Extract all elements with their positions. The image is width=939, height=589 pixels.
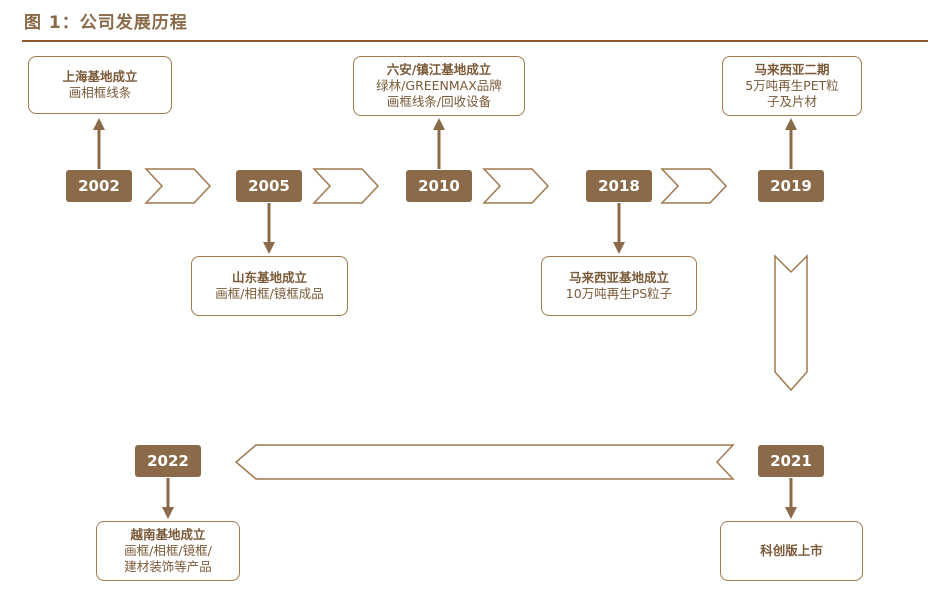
milestone-title: 马来西亚基地成立 xyxy=(568,270,669,285)
milestone-detail: 画框/相框/镜框/ xyxy=(124,543,212,558)
milestone-detail: 画框/相框/镜框成品 xyxy=(215,286,324,301)
year-badge-2019: 2019 xyxy=(758,170,824,202)
milestone-detail: 画框线条/回收设备 xyxy=(386,94,492,109)
milestone-title: 马来西亚二期 xyxy=(754,62,830,77)
milestone-box-2005: 山东基地成立 画框/相框/镜框成品 xyxy=(191,256,348,316)
arrow-left-long xyxy=(234,444,735,480)
year-badge-2002: 2002 xyxy=(66,170,132,202)
chevron-right-3 xyxy=(482,168,550,204)
figure-title: 图 1：公司发展历程 xyxy=(24,13,188,33)
milestone-detail: 子及片材 xyxy=(766,94,817,109)
milestone-box-2019: 马来西亚二期 5万吨再生PET粒 子及片材 xyxy=(722,56,862,116)
milestone-detail: 画相框线条 xyxy=(68,85,132,100)
milestone-title: 山东基地成立 xyxy=(231,270,307,285)
milestone-title: 越南基地成立 xyxy=(130,527,206,542)
year-badge-2005: 2005 xyxy=(236,170,302,202)
milestone-detail: 绿林/GREENMAX品牌 xyxy=(376,78,502,93)
milestone-detail: 5万吨再生PET粒 xyxy=(745,78,839,93)
year-badge-2022: 2022 xyxy=(135,445,201,477)
milestone-box-2002: 上海基地成立 画相框线条 xyxy=(28,56,172,114)
milestone-detail: 10万吨再生PS粒子 xyxy=(565,286,673,301)
milestone-box-2018: 马来西亚基地成立 10万吨再生PS粒子 xyxy=(541,256,697,316)
year-badge-2021: 2021 xyxy=(758,445,824,477)
milestone-title: 科创版上市 xyxy=(760,543,823,558)
chevron-right-2 xyxy=(312,168,380,204)
chevron-right-4 xyxy=(660,168,728,204)
chevron-right-1 xyxy=(144,168,212,204)
year-badge-2018: 2018 xyxy=(586,170,652,202)
milestone-box-2010: 六安/镇江基地成立 绿林/GREENMAX品牌 画框线条/回收设备 xyxy=(353,56,525,116)
year-badge-2010: 2010 xyxy=(406,170,472,202)
chevron-down xyxy=(774,254,808,392)
milestone-box-2022: 越南基地成立 画框/相框/镜框/ 建材装饰等产品 xyxy=(96,521,240,581)
milestone-detail: 建材装饰等产品 xyxy=(124,559,212,574)
milestone-title: 上海基地成立 xyxy=(62,69,138,84)
milestone-title: 六安/镇江基地成立 xyxy=(386,62,492,77)
title-rule xyxy=(22,40,928,42)
milestone-box-2021: 科创版上市 xyxy=(720,521,863,581)
